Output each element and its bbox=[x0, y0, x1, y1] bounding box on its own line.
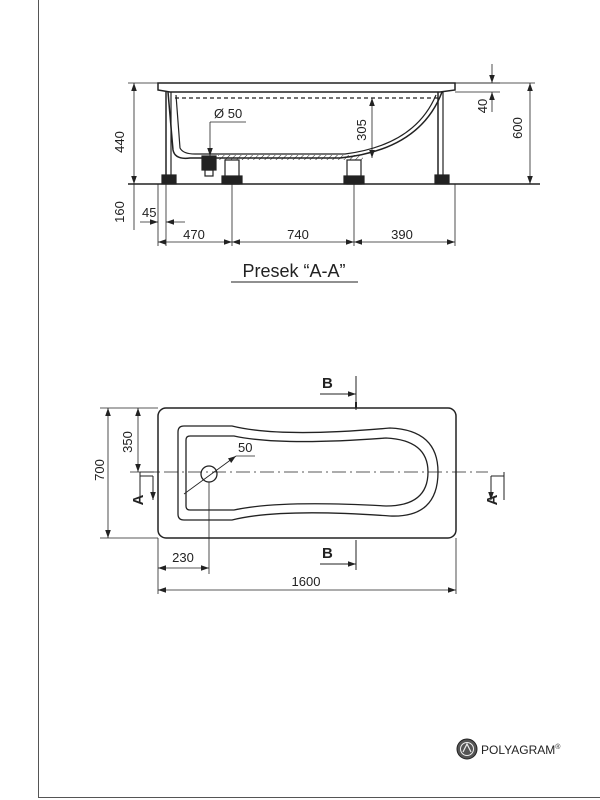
dim-470: 470 bbox=[183, 227, 205, 242]
marker-b-top: B bbox=[322, 375, 333, 392]
dim-230: 230 bbox=[172, 550, 194, 565]
basin-outer bbox=[177, 425, 439, 521]
dim-160: 160 bbox=[112, 201, 127, 223]
tub-bottom-hatch bbox=[218, 155, 363, 160]
tub-shell-inner bbox=[175, 94, 437, 155]
foot-right bbox=[434, 174, 450, 185]
section-caption: Presek “A-A” bbox=[242, 261, 345, 281]
foot-left bbox=[161, 174, 177, 185]
brand-name: POLYAGRAM® bbox=[481, 743, 561, 757]
dim-1600: 1600 bbox=[292, 574, 321, 589]
marker-b-bottom: B bbox=[322, 545, 333, 562]
dim-390: 390 bbox=[391, 227, 413, 242]
section-view bbox=[128, 64, 540, 283]
plan-view bbox=[100, 376, 505, 594]
dim-700: 700 bbox=[92, 459, 107, 481]
tub-rim bbox=[157, 82, 456, 93]
dim-305: 305 bbox=[354, 119, 369, 141]
dim-drain-diameter: Ø 50 bbox=[214, 106, 242, 121]
dim-drain-50: 50 bbox=[238, 440, 252, 455]
tub-shell-outer bbox=[167, 91, 443, 160]
dim-350: 350 bbox=[120, 431, 135, 453]
dim-600: 600 bbox=[510, 117, 525, 139]
dim-740: 740 bbox=[287, 227, 309, 242]
dim-40: 40 bbox=[475, 99, 490, 113]
brand-logo: POLYAGRAM® bbox=[456, 738, 561, 760]
basin-inner bbox=[185, 435, 429, 511]
dim-440: 440 bbox=[112, 131, 127, 153]
dim-45: 45 bbox=[142, 205, 156, 220]
brand-seal-icon bbox=[456, 738, 478, 760]
tub-outline bbox=[157, 407, 457, 539]
marker-a-right: A bbox=[484, 494, 501, 505]
drawing-frame bbox=[38, 0, 600, 798]
marker-a-left: A bbox=[130, 494, 147, 505]
drain bbox=[201, 155, 217, 171]
